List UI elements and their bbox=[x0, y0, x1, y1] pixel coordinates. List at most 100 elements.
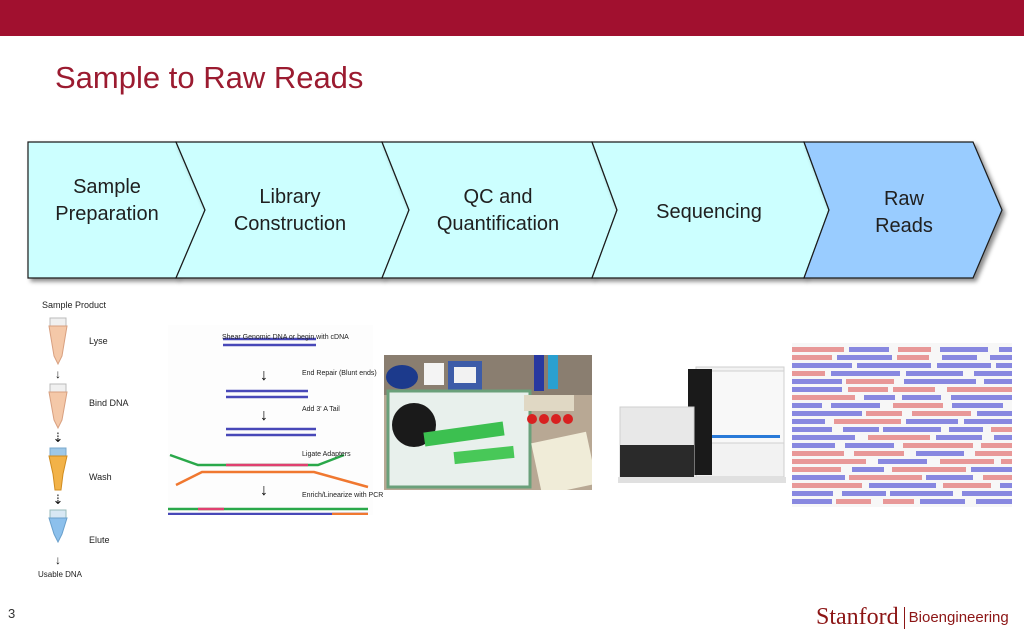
read-bar bbox=[792, 499, 832, 504]
read-bar bbox=[792, 355, 832, 360]
read-bar bbox=[892, 467, 966, 472]
read-bar bbox=[1000, 483, 1012, 488]
svg-text:↓: ↓ bbox=[260, 407, 268, 424]
read-bar bbox=[952, 403, 1003, 408]
pipeline-step-arrow bbox=[175, 141, 410, 279]
read-bar bbox=[976, 499, 1012, 504]
usable-dna-label: Usable DNA bbox=[38, 570, 83, 579]
read-bar bbox=[792, 467, 841, 472]
read-bar bbox=[912, 411, 971, 416]
read-bar bbox=[831, 371, 900, 376]
svg-text:↓: ↓ bbox=[260, 367, 268, 384]
read-bar bbox=[792, 419, 825, 424]
read-bar bbox=[792, 451, 844, 456]
read-bar bbox=[1001, 459, 1012, 464]
prep-step-label: Wash bbox=[89, 472, 112, 482]
read-bar bbox=[848, 387, 888, 392]
read-bar bbox=[852, 467, 884, 472]
prep-step-label: Lyse bbox=[89, 336, 108, 346]
read-bar bbox=[943, 483, 991, 488]
library-step-label: Add 3' A Tail bbox=[302, 406, 340, 413]
read-bar bbox=[868, 435, 930, 440]
page-number: 3 bbox=[8, 606, 16, 621]
read-bar bbox=[792, 347, 844, 352]
read-bar bbox=[792, 483, 862, 488]
read-bar bbox=[834, 419, 901, 424]
pipeline-step-label: Library Construction bbox=[233, 186, 347, 235]
read-bar bbox=[937, 363, 991, 368]
read-bar bbox=[991, 427, 1012, 432]
library-step-label: Enrich/Linearize with PCR bbox=[302, 492, 384, 499]
read-bar bbox=[903, 443, 973, 448]
read-bar bbox=[977, 411, 1012, 416]
pipeline-step-arrow bbox=[27, 141, 206, 279]
logo-bioengineering-text: Bioengineering bbox=[908, 609, 1009, 626]
read-bar bbox=[831, 403, 880, 408]
read-bar bbox=[897, 355, 929, 360]
read-bar bbox=[981, 443, 1012, 448]
read-bar bbox=[975, 451, 1012, 456]
read-bar bbox=[792, 371, 825, 376]
read-bar bbox=[792, 379, 842, 384]
read-bar bbox=[983, 475, 1012, 480]
logo-separator bbox=[903, 606, 905, 629]
library-step-label: End Repair (Blunt ends) bbox=[302, 370, 377, 377]
pipeline-step-label: QC and Quantification bbox=[436, 186, 560, 235]
top-banner bbox=[0, 0, 1024, 36]
read-bar bbox=[962, 491, 1012, 496]
read-bar bbox=[792, 427, 832, 432]
read-bar bbox=[864, 395, 895, 400]
stanford-logo: Stanford Bioengineering bbox=[816, 604, 1009, 631]
pipeline-step-arrow bbox=[803, 141, 1003, 279]
tube-icon bbox=[48, 383, 68, 430]
read-bar bbox=[792, 387, 842, 392]
read-bar bbox=[942, 355, 977, 360]
read-bar bbox=[849, 475, 922, 480]
read-bar bbox=[984, 379, 1012, 384]
read-bar bbox=[996, 363, 1012, 368]
read-bar bbox=[893, 403, 943, 408]
tube-sequence-icon: ↓ ⇣ ⇣ ↓ bbox=[48, 317, 68, 567]
read-bar bbox=[792, 403, 822, 408]
read-bar bbox=[866, 411, 902, 416]
read-bar bbox=[849, 347, 889, 352]
read-bar bbox=[837, 355, 892, 360]
library-step-label: Shear Genomic DNA or begin with cDNA bbox=[222, 334, 349, 341]
svg-text:↓: ↓ bbox=[55, 553, 61, 567]
pipeline-step-arrow bbox=[591, 141, 830, 279]
read-bar bbox=[947, 387, 1012, 392]
read-bar bbox=[940, 347, 988, 352]
read-bar bbox=[842, 491, 886, 496]
library-construction-diagram: ↓ ↓ ↓ bbox=[168, 325, 373, 515]
read-bar bbox=[857, 363, 931, 368]
prep-step-label: Elute bbox=[89, 535, 110, 545]
read-bar bbox=[971, 467, 1012, 472]
read-bar bbox=[883, 427, 941, 432]
read-bar bbox=[936, 435, 982, 440]
pipeline-step-label: Raw Reads bbox=[875, 188, 933, 237]
svg-text:⇣: ⇣ bbox=[53, 430, 64, 445]
sequencer-instrument-photo-icon bbox=[612, 365, 794, 490]
read-bar bbox=[926, 475, 973, 480]
read-bar bbox=[990, 355, 1012, 360]
read-bar bbox=[902, 395, 941, 400]
prep-step-label: Bind DNA bbox=[89, 398, 129, 408]
read-bar bbox=[994, 435, 1012, 440]
read-bar bbox=[999, 347, 1012, 352]
read-bar bbox=[974, 371, 1012, 376]
pipeline-arrows bbox=[27, 141, 1003, 279]
lab-bench-photo-icon bbox=[384, 355, 592, 490]
read-bar bbox=[792, 459, 866, 464]
svg-text:↓: ↓ bbox=[260, 482, 268, 499]
read-bar bbox=[792, 491, 833, 496]
read-bar bbox=[845, 443, 894, 448]
read-bar bbox=[878, 459, 927, 464]
read-bar bbox=[951, 395, 1012, 400]
read-bar bbox=[792, 363, 852, 368]
library-step-label: Ligate Adapters bbox=[302, 451, 351, 458]
read-bar bbox=[792, 475, 845, 480]
read-bar bbox=[949, 427, 983, 432]
read-bar bbox=[792, 443, 835, 448]
read-bar bbox=[964, 419, 1012, 424]
read-bar bbox=[836, 499, 871, 504]
